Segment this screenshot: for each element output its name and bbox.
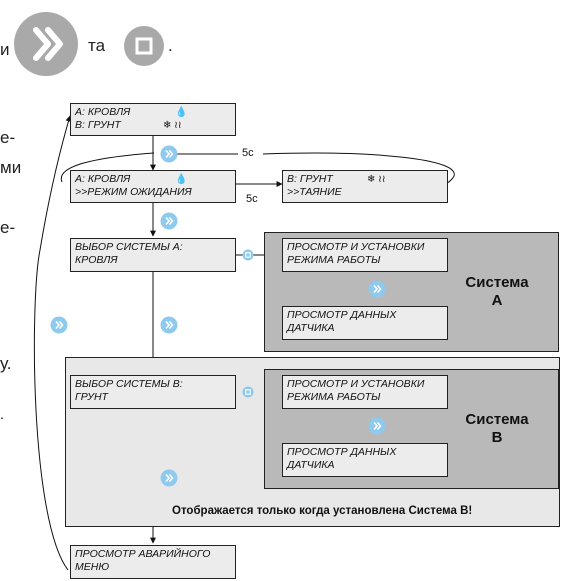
double-chevron-right-icon: [368, 280, 386, 298]
double-chevron-right-icon: [368, 417, 386, 435]
screen-view-mode-a: ПРОСМОТР И УСТАНОВКИ РЕЖИМА РАБОТЫ: [282, 238, 448, 272]
system-b-label: Система B: [452, 411, 542, 447]
screen-text: ПРОСМОТР ДАННЫХ: [287, 309, 397, 321]
screen-text: ДАТЧИКА: [287, 322, 335, 334]
system-a-title: Система: [465, 274, 529, 291]
drop-icon: 💧: [175, 107, 188, 118]
forward-button-large: [14, 12, 78, 76]
forward-button-small: [160, 469, 178, 487]
left-fragment: е-: [0, 128, 16, 147]
left-fragment: е-: [0, 218, 16, 237]
screen-text: ПРОСМОТР И УСТАНОВКИ: [287, 241, 425, 253]
screen-text: A: КРОВЛЯ: [75, 106, 131, 118]
intro-fragment: и: [0, 40, 10, 59]
system-a-letter: A: [491, 292, 503, 309]
left-fragment: ми: [0, 158, 22, 177]
forward-button-small: [368, 280, 386, 298]
forward-button-small: [368, 417, 386, 435]
screen-text: ВЫБОР СИСТЕМЫ A:: [75, 241, 183, 253]
screen-text: КРОВЛЯ: [75, 254, 118, 266]
system-a-label: Система A: [452, 274, 542, 310]
square-icon: [135, 37, 153, 55]
screen-text: >>РЕЖИМ ОЖИДАНИЯ: [75, 186, 192, 198]
timer-label: 5с: [246, 193, 258, 205]
stop-button-large: [124, 26, 164, 66]
screen-text: ПРОСМОТР И УСТАНОВКИ: [287, 378, 425, 390]
forward-button-small: [160, 316, 178, 334]
screen-text: ПРОСМОТР АВАРИЙНОГО: [75, 548, 211, 560]
screen-text: >>ТАЯНИЕ: [287, 186, 342, 198]
screen-text: РЕЖИМА РАБОТЫ: [287, 254, 381, 266]
screen-text: РЕЖИМА РАБОТЫ: [287, 391, 381, 403]
timer-label: 5с: [240, 147, 256, 159]
screen-main-status: A: КРОВЛЯ 💧 B: ГРУНТ ❄ ≀≀: [70, 103, 236, 136]
snow-heat-icon: ❄ ≀≀: [367, 174, 386, 185]
square-icon: [242, 386, 254, 398]
left-fragment-dot: .: [0, 406, 4, 422]
forward-button-small: [160, 145, 178, 163]
screen-select-system-b: ВЫБОР СИСТЕМЫ B: ГРУНТ: [70, 375, 236, 409]
left-fragment: у.: [0, 354, 12, 373]
forward-button-small: [50, 316, 68, 334]
screen-text: B: ГРУНТ: [287, 173, 333, 185]
intro-period: .: [168, 36, 173, 55]
double-chevron-right-icon: [50, 316, 68, 334]
double-chevron-right-icon: [160, 145, 178, 163]
select-button-small: [242, 248, 254, 261]
connector-word: та: [88, 36, 106, 55]
screen-view-mode-b: ПРОСМОТР И УСТАНОВКИ РЕЖИМА РАБОТЫ: [282, 375, 448, 409]
screen-select-system-a: ВЫБОР СИСТЕМЫ A: КРОВЛЯ: [70, 238, 236, 272]
screen-text: B: ГРУНТ: [75, 119, 121, 131]
snow-heat-icon: ❄ ≀≀: [163, 120, 182, 131]
system-b-note: Отображается только когда установлена Си…: [172, 505, 473, 517]
screen-text: ПРОСМОТР ДАННЫХ: [287, 446, 397, 458]
screen-text: ДАТЧИКА: [287, 459, 335, 471]
drop-icon: 💧: [175, 174, 188, 185]
forward-button-small: [160, 212, 178, 230]
screen-alarm-menu: ПРОСМОТР АВАРИЙНОГО МЕНЮ: [70, 545, 236, 579]
double-chevron-right-icon: [160, 316, 178, 334]
screen-standby: A: КРОВЛЯ 💧 >>РЕЖИМ ОЖИДАНИЯ: [70, 170, 236, 203]
screen-text: ВЫБОР СИСТЕМЫ B:: [75, 378, 183, 390]
double-chevron-right-icon: [33, 27, 63, 61]
screen-view-sensor-b: ПРОСМОТР ДАННЫХ ДАТЧИКА: [282, 443, 448, 477]
screen-text: ГРУНТ: [75, 391, 108, 403]
screen-text: A: КРОВЛЯ: [75, 173, 131, 185]
select-button-small: [242, 385, 254, 398]
screen-text: МЕНЮ: [75, 561, 110, 573]
double-chevron-right-icon: [160, 212, 178, 230]
screen-view-sensor-a: ПРОСМОТР ДАННЫХ ДАТЧИКА: [282, 306, 448, 340]
system-b-title: Система: [465, 411, 529, 428]
square-icon: [242, 249, 254, 261]
system-b-letter: B: [491, 429, 503, 446]
screen-thaw: B: ГРУНТ ❄ ≀≀ >>ТАЯНИЕ: [282, 170, 448, 203]
double-chevron-right-icon: [160, 469, 178, 487]
